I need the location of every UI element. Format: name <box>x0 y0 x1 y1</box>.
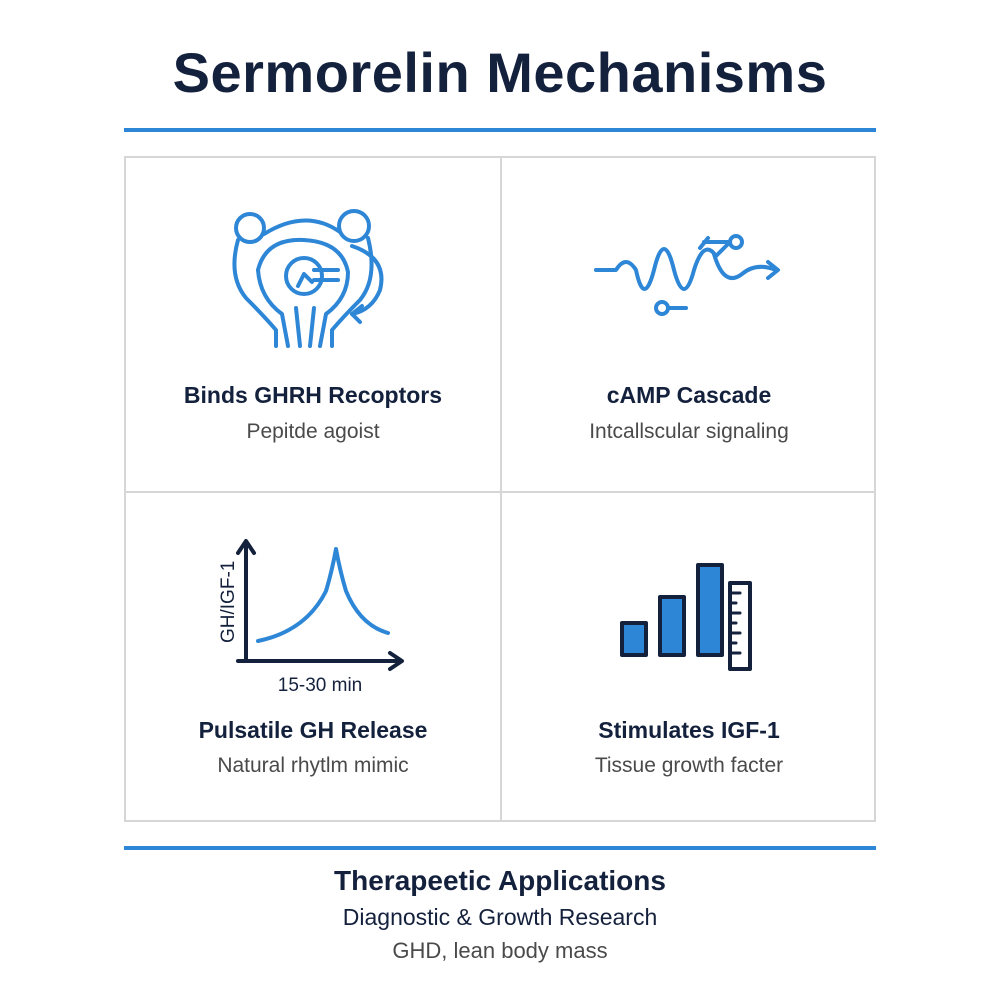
mechanism-card-igf1: Stimulates IGF-1 Tissue growth facter <box>502 493 876 826</box>
cell-title: Binds GHRH Recoptors <box>183 382 443 408</box>
title-divider <box>124 128 876 132</box>
cell-subtitle: Tissue growth facter <box>594 754 784 777</box>
cell-title: Stimulates IGF-1 <box>598 717 780 743</box>
receptor-icon <box>232 209 384 348</box>
footer-divider <box>124 846 876 850</box>
y-axis-label: GH/IGF-1 <box>218 561 239 643</box>
cell-subtitle: Intcallscular signaling <box>589 420 789 443</box>
pulse-graph-icon: GH/IGF-1 15-30 min <box>218 539 404 696</box>
grid-vertical-divider <box>500 156 502 822</box>
page-title: Sermorelin Mechanisms <box>172 41 828 104</box>
grid-horizontal-divider <box>124 491 876 493</box>
footer-subtitle: Diagnostic & Growth Research <box>342 904 658 930</box>
bar-ruler-icon <box>620 563 752 671</box>
footer-note: GHD, lean body mass <box>392 938 608 963</box>
mechanism-card-receptors: Binds GHRH Recoptors Pepitde agoist <box>126 158 500 491</box>
mechanism-card-pulsatile: GH/IGF-1 15-30 min Pulsatile GH Release … <box>126 493 500 826</box>
cell-title: Pulsatile GH Release <box>198 717 428 743</box>
mechanism-card-camp: cAMP Cascade Intcallscular signaling <box>502 158 876 491</box>
wave-signal-icon <box>594 234 780 316</box>
footer-title: Therapeetic Applications <box>334 865 666 896</box>
cell-subtitle: Natural rhytlm mimic <box>217 754 409 777</box>
cell-title: cAMP Cascade <box>606 382 772 408</box>
x-axis-label: 15-30 min <box>278 675 363 696</box>
cell-subtitle: Pepitde agoist <box>246 420 380 443</box>
